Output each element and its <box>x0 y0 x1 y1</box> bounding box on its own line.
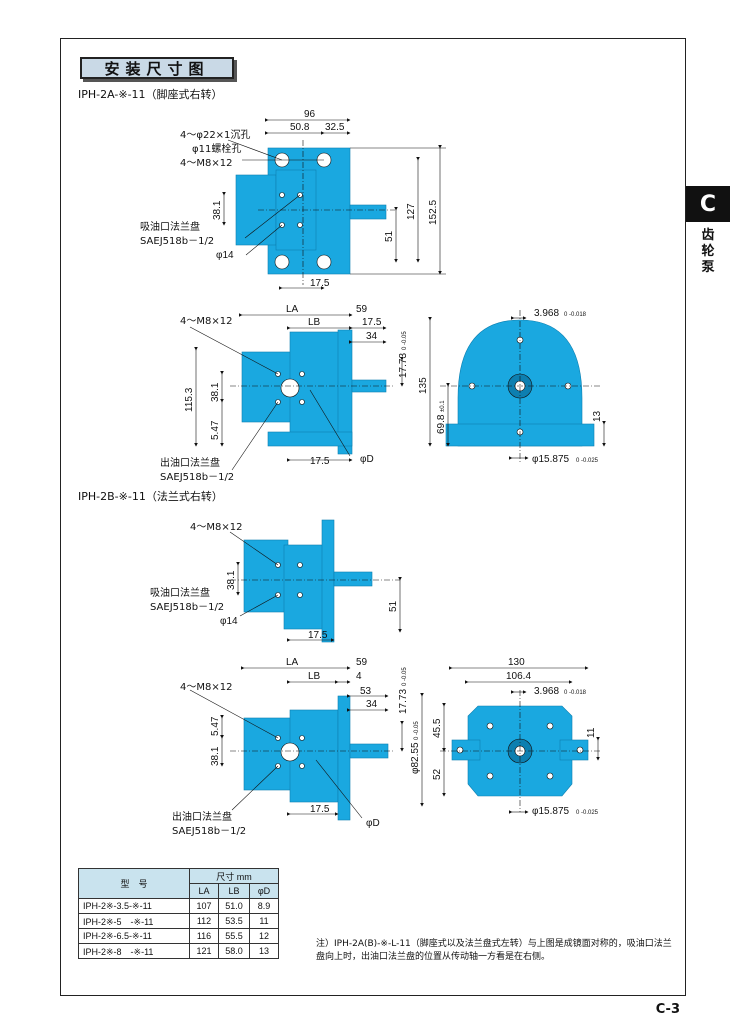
fig2-tol-15-875: 0 -0.025 <box>576 458 599 464</box>
fig4-dim-11: 11 <box>586 727 597 738</box>
fig4-thread: 4～M8×12 <box>180 682 232 693</box>
fig2-dim-115-3: 115.3 <box>184 387 195 412</box>
fig1-counterbore: 4～φ22×1沉孔 <box>180 128 250 141</box>
fig3-dim-17-5: 17.5 <box>308 630 328 641</box>
fig2-dim-135: 135 <box>418 377 429 394</box>
table-row: IPH-2※-5 -※-11 112 53.5 11 <box>78 913 279 929</box>
fig2-front-view <box>428 310 606 462</box>
fig2-dim-3-968: 3.968 <box>534 308 559 319</box>
fig4-dim-38-1: 38.1 <box>210 746 221 766</box>
fig4-dim-5-47: 5.47 <box>210 716 221 736</box>
fig2-dim-13: 13 <box>592 410 603 422</box>
fig3-inlet-flange: 吸油口法兰盘 <box>150 586 210 599</box>
fig1-dim-50-8: 50.8 <box>290 122 310 133</box>
page-number: C-3 <box>655 1002 680 1017</box>
fig1-top-view <box>222 118 446 290</box>
fig4-dim-106-4: 106.4 <box>506 671 531 682</box>
fig2-dim-59: 59 <box>356 304 368 315</box>
fig4-dim-4: 4 <box>356 671 362 682</box>
table-row: IPH-2※-3.5-※-11 107 51.0 8.9 <box>78 898 279 914</box>
fig1-saej: SAEJ518b－1/2 <box>140 236 214 247</box>
fig1-dim-127: 127 <box>406 203 417 220</box>
fig4-dim-59: 59 <box>356 657 368 668</box>
subtitle-foot-mount: IPH-2A-※-11（脚座式右转） <box>78 88 223 101</box>
spec-table: 型 号 尺寸 mm LA LB φD IPH-2※-3.5-※-11 107 5… <box>78 868 279 959</box>
table-header-model: 型 号 <box>78 868 190 899</box>
fig3-dim-38-1: 38.1 <box>226 570 237 590</box>
fig4-dim-15-875: φ15.875 <box>532 806 570 817</box>
chapter-label: 齿轮泵 <box>701 228 715 275</box>
fig4-tol-82-55: 0 -0.05 <box>414 721 420 740</box>
fig2-tol-3-968: 0 -0.018 <box>564 312 587 318</box>
fig3-phi14: φ14 <box>220 616 238 627</box>
fig4-dim-52: 52 <box>432 768 443 780</box>
fig4-outlet-flange: 出油口法兰盘 <box>172 810 232 823</box>
fig4-dim-45-5: 45.5 <box>432 718 443 738</box>
fig1-dim-32-5: 32.5 <box>325 122 345 133</box>
fig4-tol-15-875: 0 -0.025 <box>576 810 599 816</box>
fig1-dim-152-5: 152.5 <box>428 200 439 225</box>
fig1-dim-96: 96 <box>304 109 316 120</box>
fig4-dim-53: 53 <box>360 686 372 697</box>
fig4-dim-lb: LB <box>308 671 321 682</box>
fig1-thread: 4～M8×12 <box>180 158 232 169</box>
page-frame <box>60 38 686 996</box>
table-col-lb: LB <box>218 883 250 899</box>
fig1-inlet-flange: 吸油口法兰盘 <box>140 220 200 233</box>
fig4-dim-17-5: 17.5 <box>310 804 330 815</box>
table-row: IPH-2※-8 -※-11 121 58.0 13 <box>78 943 279 959</box>
fig2-outlet-flange: 出油口法兰盘 <box>160 456 220 469</box>
fig2-thread: 4～M8×12 <box>180 316 232 327</box>
fig3-saej: SAEJ518b－1/2 <box>150 602 224 613</box>
fig3-thread: 4～M8×12 <box>190 522 242 533</box>
fig1-phi14: φ14 <box>216 250 234 261</box>
fig2-side-view <box>189 313 404 471</box>
fig2-dim-17-5: 17.5 <box>362 317 382 328</box>
fig3-dim-51: 51 <box>388 600 399 612</box>
table-row: IPH-2※-6.5-※-11 116 55.5 12 <box>78 928 279 944</box>
fig4-dim-3-968: 3.968 <box>534 686 559 697</box>
fig1-bolt-hole: φ11螺栓孔 <box>192 142 241 155</box>
fig2-dim-34: 34 <box>366 331 378 342</box>
fig2-phid: φD <box>360 454 374 465</box>
fig2-dim-69-8: 69.8 <box>436 414 447 434</box>
fig1-dim-51: 51 <box>384 230 395 242</box>
table-col-d: φD <box>249 883 279 899</box>
fig4-dim-34: 34 <box>366 699 378 710</box>
table-header-size: 尺寸 mm <box>189 868 279 884</box>
fig2-tol-17-73: 0 -0.05 <box>402 331 408 350</box>
fig2-dim-lb: LB <box>308 317 321 328</box>
fig4-side-view <box>189 666 424 821</box>
footnote: 注）IPH-2A(B)-※-L-11（脚座式以及法兰盘式左转）与上图是成镜面对称… <box>316 939 672 962</box>
fig4-phid: φD <box>366 818 380 829</box>
fig2-dim-15-875: φ15.875 <box>532 454 570 465</box>
fig4-dim-la: LA <box>286 657 299 668</box>
fig4-saej: SAEJ518b－1/2 <box>172 826 246 837</box>
fig2-dim-17-73: 17.73 <box>398 353 409 378</box>
fig4-dim-82-55: φ82.55 <box>410 742 421 774</box>
fig4-tol-17-73: 0 -0.05 <box>402 667 408 686</box>
fig4-dim-17-73: 17.73 <box>398 689 409 714</box>
fig3-top-view <box>229 519 402 643</box>
fig4-dim-130: 130 <box>508 657 525 668</box>
fig2-saej: SAEJ518b－1/2 <box>160 472 234 483</box>
subtitle-flange-mount: IPH-2B-※-11（法兰式右转） <box>78 490 223 503</box>
fig4-front-view <box>440 666 600 814</box>
chapter-tab[interactable]: C <box>686 186 730 222</box>
fig1-dim-38-1: 38.1 <box>212 200 223 220</box>
fig2-dim-17-5b: 17.5 <box>310 456 330 467</box>
fig2-dim-38-1: 38.1 <box>210 382 221 402</box>
section-title: 安装尺寸图 <box>80 57 234 79</box>
fig2-tol-69-8: ±0.1 <box>440 400 446 412</box>
fig4-tol-3-968: 0 -0.018 <box>564 690 587 696</box>
fig2-dim-la: LA <box>286 304 299 315</box>
table-col-la: LA <box>189 883 219 899</box>
fig2-dim-5-47: 5.47 <box>210 420 221 440</box>
fig1-dim-17-5: 17.5 <box>310 278 330 289</box>
